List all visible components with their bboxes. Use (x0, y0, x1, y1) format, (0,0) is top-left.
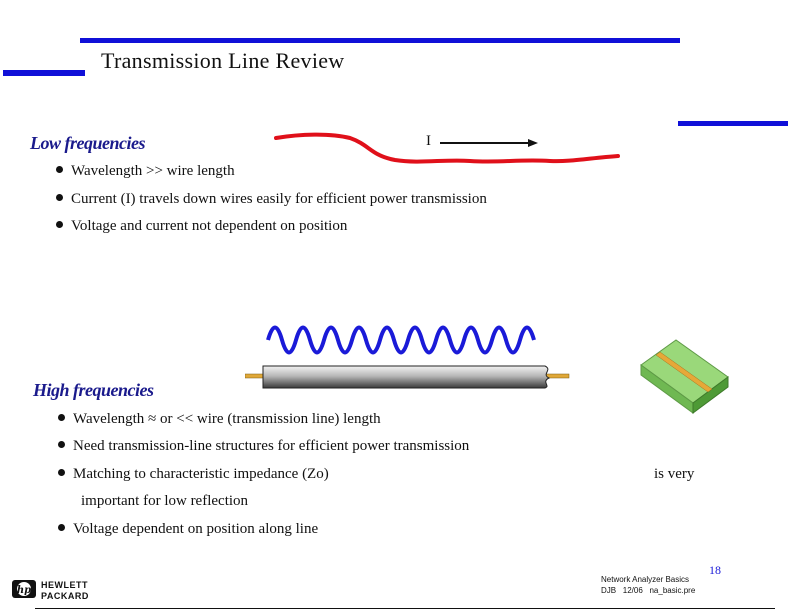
wire-illustration (274, 132, 620, 164)
high-bullet-4: Voltage dependent on position along line (58, 521, 318, 538)
low-frequencies-heading: Low frequencies (30, 133, 145, 153)
microstrip-side-right (692, 376, 729, 414)
slide-title: Transmission Line Review (101, 48, 345, 73)
bullet-dot (58, 524, 65, 532)
low-bullet-1: Wavelength >> wire length (56, 163, 235, 180)
coax-body (262, 365, 551, 389)
sine-wave-illustration (266, 325, 536, 355)
header-bar-left (3, 70, 85, 76)
current-label: I (426, 133, 431, 149)
high-bullet-3-continuation: important for low reflection (81, 493, 249, 509)
logo-text-line2: PACKARD (41, 591, 89, 601)
current-arrowhead (528, 139, 538, 147)
page-number: 18 (709, 563, 721, 577)
high-bullet-1: Wavelength ≈ or << wire (transmission li… (58, 411, 381, 428)
bullet-dot (56, 166, 63, 174)
hp-logo-icon: hp (12, 580, 36, 598)
bullet-dot (58, 441, 65, 449)
coax-cable-illustration (245, 365, 570, 389)
red-wire (274, 132, 620, 164)
is-very-text: is very (654, 466, 695, 482)
bullet-dot (56, 221, 63, 229)
footer-rule (35, 608, 775, 609)
bullet-dot (56, 194, 63, 202)
high-frequencies-heading: High frequencies (33, 380, 154, 400)
header-bar-right (678, 121, 788, 126)
low-bullet-2: Current (I) travels down wires easily fo… (56, 191, 487, 208)
header-bar-top (80, 38, 680, 43)
high-bullet-3: Matching to characteristic impedance (Zo… (58, 466, 329, 483)
high-bullet-2: Need transmission-line structures for ef… (58, 438, 469, 455)
footer-doc-name: Network Analyzer Basics (601, 575, 690, 584)
sine-wave (266, 325, 536, 355)
microstrip-trace (655, 351, 713, 393)
low-bullet-3: Voltage and current not dependent on pos… (56, 218, 347, 235)
microstrip-illustration (640, 339, 729, 414)
bullet-dot (58, 469, 65, 477)
footer-doc-info: DJB 12/06 na_basic.pre (601, 586, 696, 595)
coax-pin-left (245, 373, 266, 379)
logo-text-line1: HEWLETT (41, 580, 88, 590)
svg-text:hp: hp (17, 585, 31, 596)
bullet-dot (58, 414, 65, 422)
